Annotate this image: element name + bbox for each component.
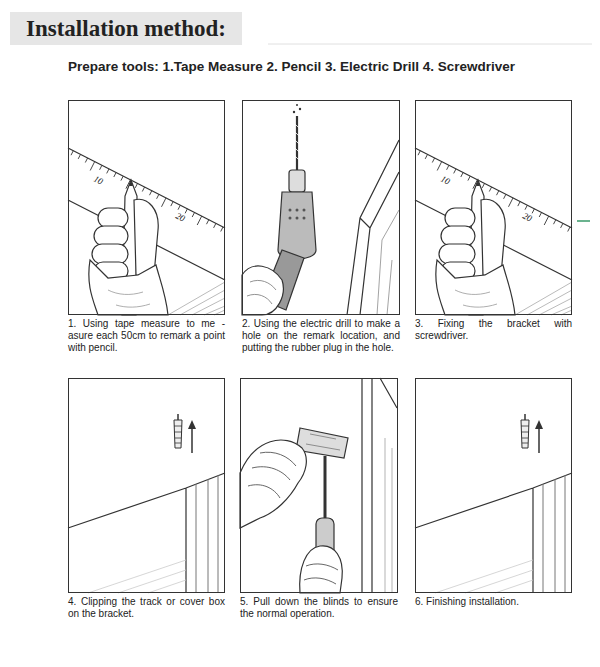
ruler-number: 10 bbox=[438, 174, 452, 188]
step-caption: 4. Clipping the track or cover box on th… bbox=[68, 596, 225, 620]
ruler-hand-drawing bbox=[415, 148, 572, 315]
step-panel: 4. Clipping the track or cover box on th… bbox=[68, 378, 225, 620]
rule-line bbox=[268, 44, 592, 45]
step-panel: 5. Pull down the blinds to ensure the no… bbox=[240, 378, 398, 620]
panel-frame bbox=[242, 100, 400, 315]
step-caption: 6. Finishing installation. bbox=[415, 596, 572, 608]
margin-mark bbox=[577, 220, 590, 222]
panel-frame bbox=[68, 100, 225, 315]
panel-frame bbox=[240, 378, 398, 593]
wall-plug-drawing bbox=[415, 414, 572, 593]
step-caption: 3. Fixing the bracket with screwdriver. bbox=[415, 318, 572, 342]
ruler-number: 10 bbox=[91, 174, 105, 188]
screwdriver-drawing bbox=[240, 378, 397, 593]
ruler-number: 20 bbox=[520, 211, 534, 225]
title-text: Installation method: bbox=[26, 16, 226, 41]
step-panel: 2. Using the electric drill to make a ho… bbox=[242, 100, 400, 354]
step-caption: 5. Pull down the blinds to ensure the no… bbox=[240, 596, 398, 620]
drill-drawing bbox=[242, 104, 399, 315]
title-band: Installation method: bbox=[10, 12, 242, 45]
step-panel: 6. Finishing installation. bbox=[415, 378, 572, 608]
step-panel: 3. Fixing the bracket with screwdriver. bbox=[415, 100, 572, 342]
step-caption: 1. Using tape measure to me -asure each … bbox=[68, 318, 225, 354]
ruler-number: 20 bbox=[173, 211, 187, 225]
wall-plug-drawing bbox=[68, 414, 225, 593]
panel-frame bbox=[415, 100, 572, 315]
tools-note: Prepare tools: 1.Tape Measure 2. Pencil … bbox=[68, 60, 515, 75]
panel-frame bbox=[415, 378, 572, 593]
panel-frame bbox=[68, 378, 225, 593]
step-panel: 1. Using tape measure to me -asure each … bbox=[68, 100, 225, 354]
step-caption: 2. Using the electric drill to make a ho… bbox=[242, 318, 400, 354]
ruler-hand-drawing bbox=[68, 148, 225, 315]
